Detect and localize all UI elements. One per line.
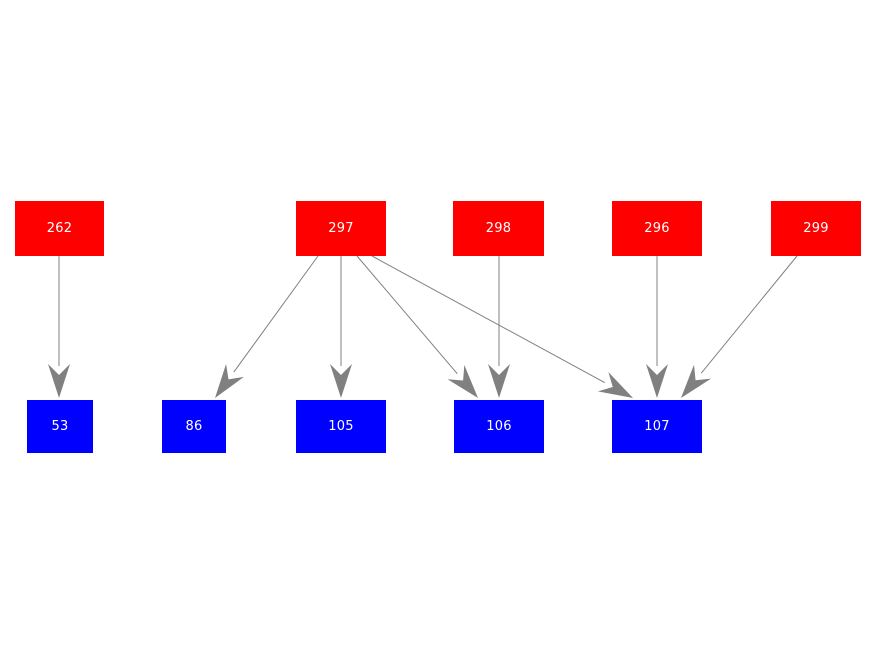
edge-arrowhead [646,364,668,398]
node-label: 105 [328,419,354,434]
edge-line [700,255,798,374]
node-label: 53 [51,419,69,434]
node-86[interactable]: 86 [162,400,226,453]
edge-arrowhead [48,364,70,398]
node-299[interactable]: 299 [771,201,861,256]
edge-arrowhead [330,364,352,398]
node-label: 296 [644,221,670,236]
node-label: 299 [803,221,829,236]
node-296[interactable]: 296 [612,201,702,256]
edge-arrowhead [681,364,712,398]
node-107[interactable]: 107 [612,400,702,453]
edge-line [371,255,606,384]
node-label: 107 [644,419,670,434]
node-label: 86 [185,419,203,434]
node-262[interactable]: 262 [15,201,104,256]
edge-line [233,255,319,373]
edge-arrowhead [597,372,633,398]
node-53[interactable]: 53 [27,400,93,453]
node-297[interactable]: 297 [296,201,386,256]
node-106[interactable]: 106 [454,400,544,453]
node-label: 106 [486,419,512,434]
edge-arrowhead [447,364,478,398]
node-label: 262 [46,221,73,236]
node-105[interactable]: 105 [296,400,386,453]
node-label: 298 [485,221,512,236]
node-298[interactable]: 298 [453,201,544,256]
edge-arrowhead [488,364,510,398]
node-label: 297 [328,221,354,236]
edge-arrowhead [215,364,244,398]
edge-line [356,255,458,374]
